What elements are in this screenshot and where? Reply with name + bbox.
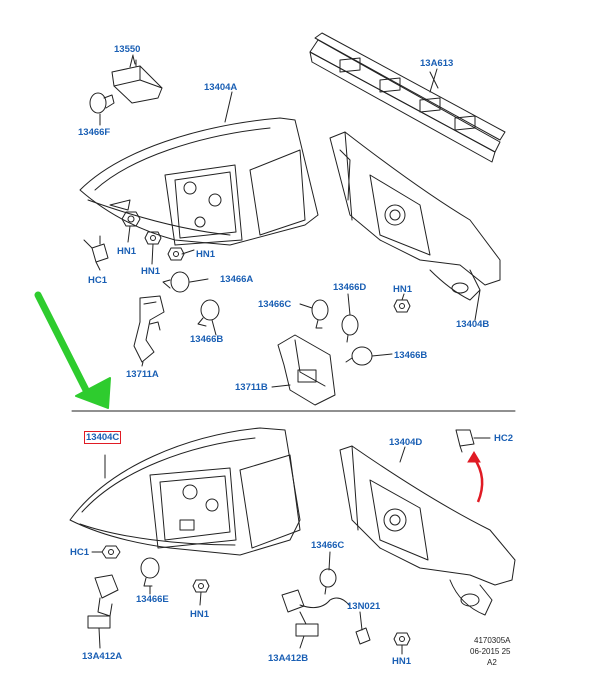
part-label-HC1-bottom[interactable]: HC1 [70, 547, 90, 558]
tail-lamp-13404C [69, 427, 301, 556]
part-label-13A412B[interactable]: 13A412B [268, 653, 309, 664]
tail-lamp-13404D [339, 445, 516, 616]
part-label-HN1-c[interactable]: HN1 [196, 249, 216, 260]
stop-lamp-13A613 [309, 32, 506, 163]
drawing-code-line3: A2 [487, 658, 497, 667]
drawing-code-line2: 06-2015 25 [470, 647, 511, 656]
parts-bottom [87, 545, 411, 655]
part-label-HN1-f[interactable]: HN1 [392, 656, 412, 667]
part-label-13404C[interactable]: 13404C [84, 431, 122, 444]
nut-set-top [121, 211, 411, 313]
part-label-13466A[interactable]: 13466A [220, 274, 254, 285]
part-label-13466F[interactable]: 13466F [78, 127, 111, 138]
bulbs-middle [162, 271, 393, 366]
socket-13550 [111, 55, 163, 104]
part-label-HN1-b[interactable]: HN1 [141, 266, 161, 277]
tail-lamp-13404A [79, 117, 319, 246]
leaders-top [127, 54, 481, 321]
tail-lamp-13404B [329, 131, 501, 301]
part-label-HC2[interactable]: HC2 [494, 433, 514, 444]
part-label-HN1-a[interactable]: HN1 [117, 246, 137, 257]
part-label-13404B[interactable]: 13404B [456, 319, 490, 330]
red-curved-arrow [467, 451, 484, 503]
part-label-HN1-e[interactable]: HN1 [190, 609, 210, 620]
part-label-13550[interactable]: 13550 [114, 44, 141, 55]
drawing-code-line1: 4170305A [474, 636, 511, 645]
part-label-13A613[interactable]: 13A613 [420, 58, 454, 69]
harness-13711B [271, 334, 336, 406]
part-label-13466B-left[interactable]: 13466B [190, 334, 224, 345]
clip-HC2 [455, 429, 491, 453]
part-label-13466D[interactable]: 13466D [333, 282, 367, 293]
clip-HC1-top [83, 235, 109, 271]
part-label-13711A[interactable]: 13711A [126, 369, 159, 380]
part-label-HC1-top[interactable]: HC1 [88, 275, 108, 286]
part-label-13711B[interactable]: 13711B [235, 382, 268, 393]
part-label-13404D[interactable]: 13404D [389, 437, 423, 448]
part-label-13404A[interactable]: 13404A [204, 82, 238, 93]
part-label-13466E[interactable]: 13466E [136, 594, 169, 605]
harness-13711A [133, 295, 165, 367]
green-pointer-arrow [34, 291, 111, 409]
part-label-13466B-right[interactable]: 13466B [394, 350, 428, 361]
part-label-HN1-d[interactable]: HN1 [393, 284, 413, 295]
bulb-13466F [89, 92, 115, 126]
part-label-13466C-bottom[interactable]: 13466C [311, 540, 345, 551]
part-label-13N021[interactable]: 13N021 [347, 601, 381, 612]
part-label-13466C-top[interactable]: 13466C [258, 299, 292, 310]
part-label-13A412A[interactable]: 13A412A [82, 651, 123, 662]
